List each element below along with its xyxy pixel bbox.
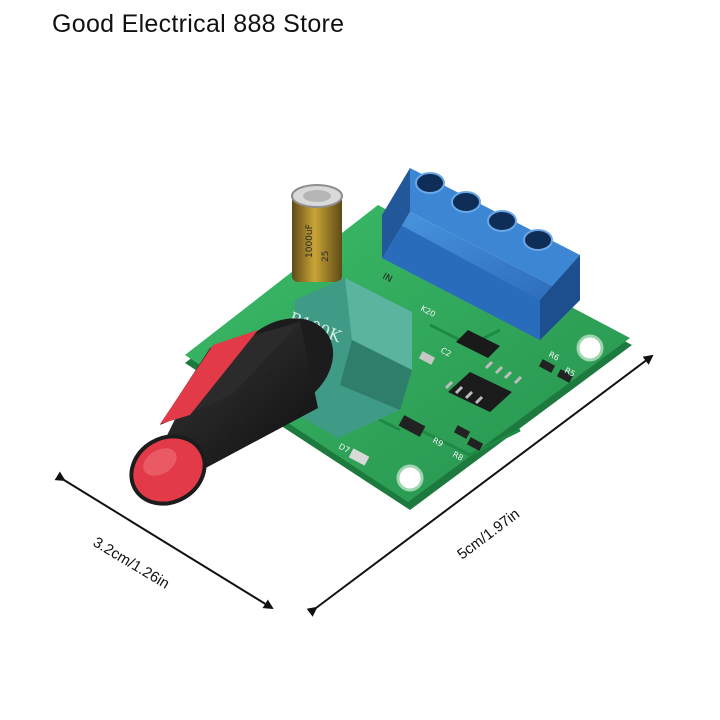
store-title: Good Electrical 888 Store — [52, 10, 345, 38]
terminal-screw — [523, 229, 553, 251]
width-label: 3.2cm/1.26in — [90, 534, 172, 593]
terminal-screw — [415, 172, 445, 194]
knob-red-stripe — [160, 330, 258, 424]
width-arrow — [54, 471, 274, 610]
mounting-hole — [396, 464, 424, 492]
capacitor-marking: 1000uF — [305, 224, 315, 258]
mounting-hole — [576, 334, 604, 362]
capacitor: 1000uF 25 — [291, 184, 343, 282]
silk-in: IN — [381, 272, 394, 285]
terminal-screw — [451, 191, 481, 213]
length-arrow — [306, 354, 654, 617]
terminal-screw — [487, 210, 517, 232]
length-label: 5cm/1.97in — [454, 505, 523, 563]
diode-chip — [456, 330, 500, 358]
screw-terminal — [382, 168, 580, 340]
capacitor-voltage: 25 — [321, 251, 331, 262]
